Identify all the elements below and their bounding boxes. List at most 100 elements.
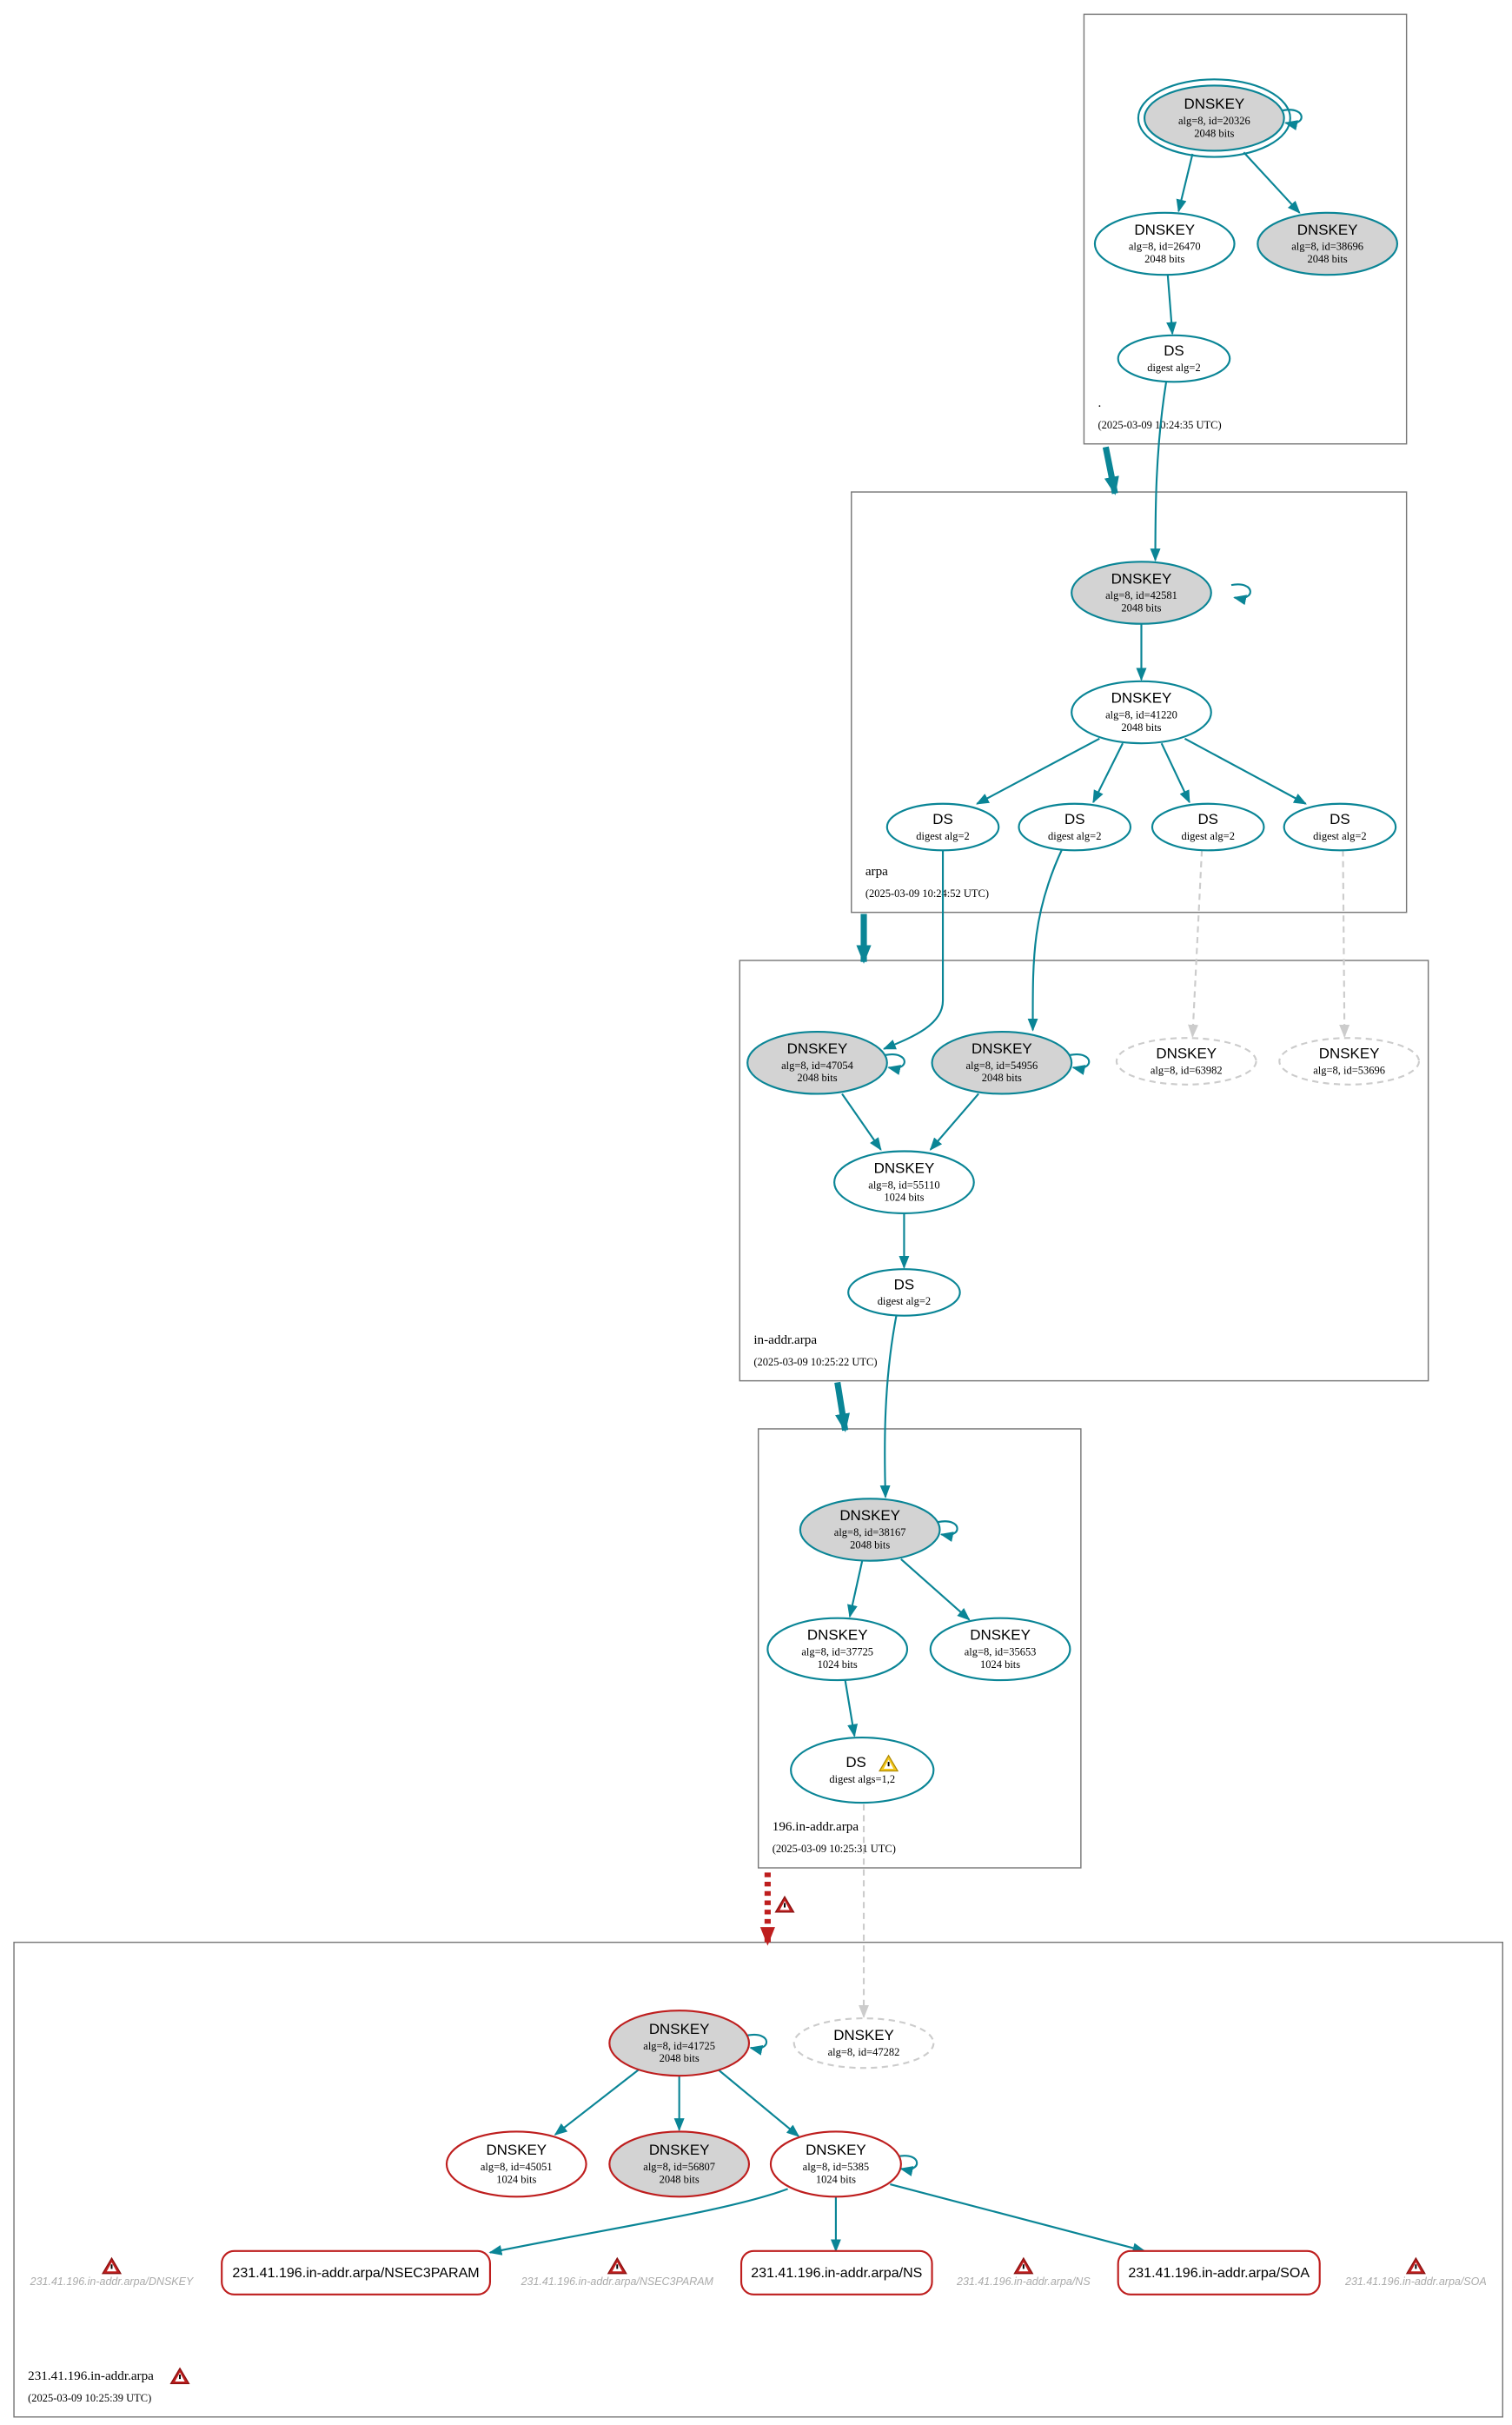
node-title: DNSKEY <box>1297 222 1358 238</box>
node-title: DNSKEY <box>1156 1045 1217 1061</box>
warning-mark <box>1022 2264 1025 2269</box>
node-shape <box>746 1031 888 1095</box>
node-bits: 2048 bits <box>1121 721 1161 734</box>
missing-rrsig-ns: 231.41.196.in-addr.arpa/NS <box>956 2256 1091 2288</box>
node-detail: alg=8, id=37725 <box>801 1646 873 1658</box>
warning-icon <box>169 2367 190 2385</box>
node-shape <box>885 802 1000 852</box>
node-bits: 2048 bits <box>660 2052 700 2064</box>
self-signature-edge <box>885 1053 905 1075</box>
node-shape <box>1071 680 1212 745</box>
digest-edge <box>844 1679 859 1737</box>
node-detail: alg=8, id=35653 <box>965 1646 1037 1658</box>
node-shape <box>847 1268 961 1317</box>
node-shape <box>1115 1037 1257 1086</box>
node-title: DNSKEY <box>874 1159 935 1176</box>
node-title: DS <box>846 1754 866 1771</box>
node-bits: 2048 bits <box>850 1538 890 1551</box>
node-title: DNSKEY <box>1134 222 1195 238</box>
dnskey-node-k63982[interactable]: DNSKEY alg=8, id=63982 <box>1115 1037 1257 1086</box>
node-detail: digest alg=2 <box>1313 830 1366 842</box>
zone-box <box>739 960 1429 1382</box>
digest-edge <box>1166 275 1177 336</box>
rrset-nsec3param[interactable]: 231.41.196.in-addr.arpa/NSEC3PARAM <box>221 2249 492 2295</box>
warning-icon <box>607 2256 627 2275</box>
node-detail: alg=8, id=42581 <box>1105 589 1177 601</box>
node-title: DS <box>1197 811 1218 827</box>
rrset-box <box>1117 2249 1321 2295</box>
zone-box <box>1083 13 1408 445</box>
rrset-box <box>739 2249 933 2295</box>
node-shape <box>608 2010 751 2077</box>
node-title: DNSKEY <box>972 1040 1032 1057</box>
node-shape <box>1093 211 1236 276</box>
node-shape <box>769 2130 902 2198</box>
node-detail: alg=8, id=56807 <box>643 2161 715 2173</box>
self-signature-edge <box>938 1520 958 1542</box>
signs-edge <box>1092 742 1124 804</box>
node-detail: alg=8, id=47054 <box>781 1060 853 1072</box>
rrset-box <box>221 2249 492 2295</box>
rrset-soa[interactable]: 231.41.196.in-addr.arpa/SOA <box>1117 2249 1321 2295</box>
zone-timestamp: (2025-03-09 10:25:22 UTC) <box>753 1356 877 1368</box>
node-detail: digest alg=2 <box>878 1295 931 1307</box>
node-bits: 1024 bits <box>884 1192 924 1204</box>
missing-rrsig-label: 231.41.196.in-addr.arpa/NSEC3PARAM <box>521 2276 714 2288</box>
zone-timestamp: (2025-03-09 10:25:39 UTC) <box>28 2392 151 2404</box>
node-detail: alg=8, id=63982 <box>1151 1064 1223 1076</box>
node-title: DNSKEY <box>833 2027 894 2043</box>
node-detail: alg=8, id=55110 <box>868 1179 939 1191</box>
rrset-label: 231.41.196.in-addr.arpa/NSEC3PARAM <box>232 2265 479 2281</box>
node-shape <box>1257 211 1399 276</box>
node-bits: 2048 bits <box>1121 601 1161 614</box>
zone-name: 231.41.196.in-addr.arpa <box>28 2369 154 2383</box>
warning-mark <box>179 2374 181 2380</box>
rrset-label: 231.41.196.in-addr.arpa/SOA <box>1128 2265 1310 2281</box>
node-detail: alg=8, id=26470 <box>1129 241 1201 253</box>
warning-mark <box>784 1903 786 1908</box>
ds-to-missing-dnskey-edge <box>1339 850 1350 1038</box>
signs-edge <box>900 1558 971 1621</box>
node-detail: alg=8, id=5385 <box>803 2161 870 2173</box>
node-title: DNSKEY <box>839 1507 900 1524</box>
missing-rrsig-dnskey: 231.41.196.in-addr.arpa/DNSKEY <box>30 2256 195 2288</box>
warning-icon <box>101 2256 123 2275</box>
zone-timestamp: (2025-03-09 10:24:52 UTC) <box>865 887 989 900</box>
self-signature-edge <box>1282 109 1303 130</box>
self-signature-edge <box>746 2033 768 2056</box>
node-title: DNSKEY <box>787 1040 848 1057</box>
node-detail: digest alg=2 <box>1048 830 1101 842</box>
zone-name: . <box>1098 395 1102 410</box>
node-shape <box>1071 561 1212 625</box>
zone-name: arpa <box>865 864 888 879</box>
rrset-ns[interactable]: 231.41.196.in-addr.arpa/NS <box>739 2249 933 2295</box>
node-shape <box>799 1498 941 1562</box>
missing-rrsig-soa: 231.41.196.in-addr.arpa/SOA <box>1344 2256 1487 2288</box>
node-shape <box>1117 334 1231 383</box>
node-shape <box>608 2130 751 2198</box>
